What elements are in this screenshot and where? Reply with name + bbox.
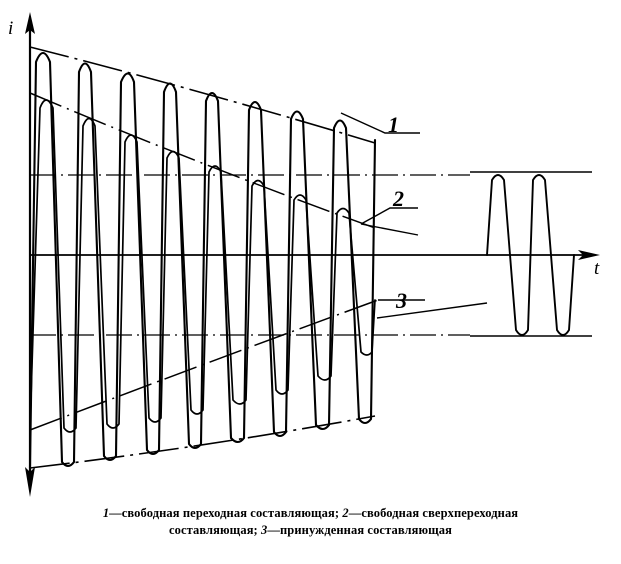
envelope-2-subtransient-upper [29, 92, 376, 229]
current-axis-label: i [8, 18, 14, 39]
caption-text-2-cont: составляющая; [168, 523, 262, 537]
caption-num-3: 3 [261, 523, 268, 537]
caption-line-2: составляющая; 3—принужденная составляюща… [0, 522, 621, 539]
reference-lines-group [30, 171, 592, 337]
figure-caption: 1—свободная переходная составляющая; 2—с… [0, 505, 621, 539]
inner-waveform-group [29, 99, 376, 433]
caption-num-1: 1 [102, 506, 110, 520]
steady-state-sinusoid-path [486, 174, 575, 336]
callout-1-transient: 1 [388, 112, 399, 137]
current-axis-arrow-up [25, 12, 35, 34]
envelope-1-transient-upper [29, 46, 376, 144]
caption-line-1: 1—свободная переходная составляющая; 2—с… [0, 505, 621, 522]
inner-waveform-path [29, 99, 376, 433]
callout-3-forced: 3 [396, 288, 407, 313]
time-axis-arrow [578, 250, 600, 260]
caption-text-2: —свободная сверхпереходная [348, 506, 519, 520]
steady-state-waveform-group [486, 174, 575, 336]
axes-group [25, 12, 600, 497]
callout-1-leader [340, 112, 420, 134]
caption-text-3: —принужденная составляющая [267, 523, 452, 537]
envelope-1-outer-lower [29, 415, 376, 469]
callout-leaders-group [340, 112, 488, 319]
callout-2-leader-upper [360, 207, 418, 225]
envelope-2-group [29, 92, 376, 229]
time-axis-label: t [594, 258, 600, 279]
callout-2-leader-lower [360, 223, 419, 236]
caption-num-2: 2 [342, 506, 349, 520]
transient-current-diagram [25, 12, 600, 497]
outer-waveform-path [28, 52, 377, 470]
caption-text-1: —свободная переходная составляющая; [109, 506, 343, 520]
current-axis-arrow-down [25, 467, 35, 497]
outer-waveform-group [28, 52, 377, 470]
callout-2-subtransient: 2 [393, 186, 404, 211]
callout-3-leader-to-steady [376, 302, 488, 319]
